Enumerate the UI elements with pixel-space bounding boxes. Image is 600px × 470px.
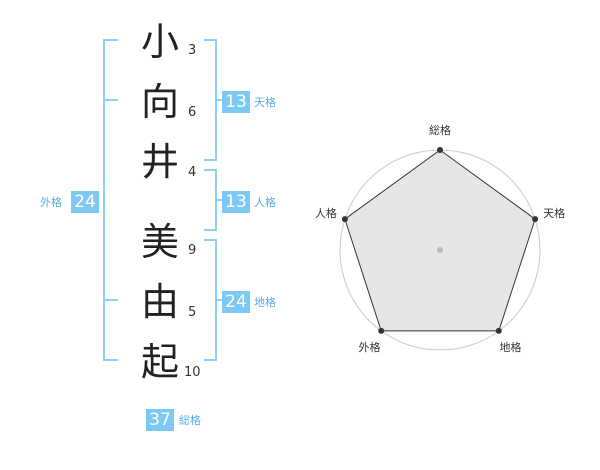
stroke-count-5: 5 — [188, 305, 197, 320]
tenkaku-badge: 13 — [222, 91, 250, 113]
radar-axis-label: 総格 — [429, 123, 451, 137]
radar-axis-label: 地格 — [500, 340, 522, 354]
radar-points — [341, 147, 539, 334]
name-char-5: 由 — [140, 280, 179, 324]
radar-center-dot — [437, 247, 443, 253]
radar-axis-label: 外格 — [359, 340, 381, 354]
gaikaku-bracket — [103, 39, 118, 361]
radar-polygon — [344, 149, 536, 332]
radar-point — [437, 147, 443, 153]
radar-point — [495, 327, 502, 334]
tenkaku-bracket — [204, 39, 222, 161]
name-char-2: 向 — [140, 80, 179, 124]
radar-axis-label: 人格 — [315, 206, 337, 220]
name-char-6: 起 — [140, 340, 179, 384]
chikaku-label: 地格 — [254, 296, 276, 309]
jinkaku-badge: 13 — [222, 191, 250, 213]
gaikaku-label: 外格 — [40, 196, 62, 209]
name-char-3: 井 — [140, 140, 179, 184]
radar-point — [532, 216, 539, 223]
radar-axis-label: 天格 — [543, 206, 565, 220]
jinkaku-label: 人格 — [254, 196, 276, 209]
soukaku-label: 総格 — [179, 414, 201, 427]
tenkaku-label: 天格 — [254, 96, 276, 109]
stroke-count-4: 9 — [188, 243, 197, 258]
name-char-1: 小 — [140, 20, 179, 64]
jinkaku-bracket — [204, 169, 222, 231]
radar-point — [341, 216, 348, 223]
radar-point — [378, 327, 385, 334]
stroke-count-1: 3 — [188, 43, 197, 58]
chikaku-bracket — [204, 239, 222, 361]
stroke-count-3: 4 — [188, 165, 197, 180]
gaikaku-badge: 24 — [71, 191, 99, 213]
stroke-count-2: 6 — [188, 105, 197, 120]
name-char-4: 美 — [140, 220, 179, 264]
stroke-count-6: 10 — [184, 365, 201, 380]
soukaku-badge: 37 — [146, 409, 174, 431]
chikaku-badge: 24 — [222, 291, 250, 313]
